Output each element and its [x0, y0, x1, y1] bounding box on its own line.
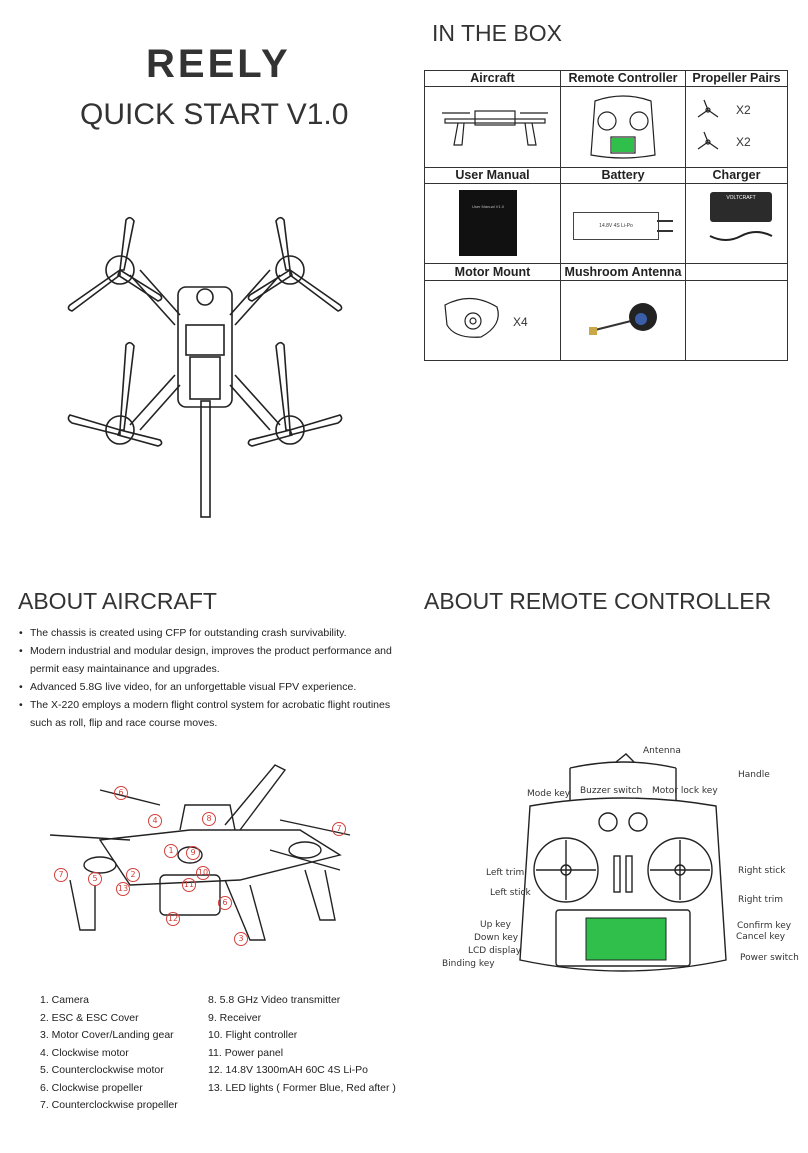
battery-label: 14.8V 4S Li-Po: [599, 223, 633, 230]
label-mode-key: Mode key: [527, 789, 571, 799]
callout-3: 3: [234, 932, 248, 946]
callout-11: 11: [182, 878, 196, 892]
header-mushroom-antenna: Mushroom Antenna: [560, 263, 686, 281]
part-item: 11. Power panel: [208, 1046, 284, 1059]
header-user-manual: User Manual: [424, 166, 561, 185]
callout-7: 7: [54, 868, 68, 882]
header-battery: Battery: [560, 166, 686, 185]
label-cancel-key: Cancel key: [736, 932, 786, 942]
callout-6: 6: [218, 896, 232, 910]
callout-10: 10: [196, 866, 210, 880]
label-buzzer-switch: Buzzer switch: [580, 786, 643, 796]
label-antenna: Antenna: [643, 746, 681, 756]
charger-brand: VOLTCRAFT: [726, 195, 756, 202]
part-item: 1. Camera: [40, 994, 90, 1006]
feature-item: Advanced 5.8G live video, for an unforge…: [19, 678, 400, 696]
label-power-switch: Power switch: [740, 953, 799, 963]
cell-propeller-pairs: X2 X2: [685, 86, 788, 168]
in-the-box-heading: IN THE BOX: [432, 20, 562, 46]
part-item: 4. Clockwise motor: [40, 1046, 129, 1059]
user-manual-cover: User Manual V1.0: [459, 190, 517, 257]
about-remote-heading: ABOUT REMOTE CONTROLLER: [424, 588, 772, 614]
part-item: 6. Clockwise propeller: [40, 1081, 143, 1094]
part-item: 13. LED lights ( Former Blue, Red after …: [208, 1081, 396, 1094]
callout-5: 5: [88, 872, 102, 886]
feature-item: The chassis is created using CFP for out…: [19, 624, 400, 642]
header-charger: Charger: [685, 166, 788, 185]
header-empty: [685, 263, 788, 281]
part-item: 5. Counterclockwise motor: [40, 1064, 164, 1076]
feature-item: The X-220 employs a modern flight contro…: [19, 696, 400, 732]
cell-motor-mount: X4: [424, 279, 561, 362]
label-left-stick: Left stick: [490, 888, 531, 898]
cell-remote-controller: [560, 86, 686, 168]
cell-mushroom-antenna: [560, 279, 686, 362]
remote-controller-illustration: [590, 95, 656, 160]
callout-4: 4: [148, 814, 162, 828]
remote-controller-diagram: [519, 753, 727, 972]
label-down-key: Down key: [474, 933, 519, 943]
cell-charger: VOLTCRAFT: [685, 183, 788, 265]
aircraft-parts-illustration: [49, 764, 351, 941]
header-propeller-pairs: Propeller Pairs: [685, 69, 788, 88]
drone-top-view-illustration: [67, 216, 343, 518]
part-item: 8. 5.8 GHz Video transmitter: [208, 994, 341, 1006]
label-handle: Handle: [738, 770, 770, 780]
feature-item: Modern industrial and modular design, im…: [19, 642, 400, 678]
aircraft-features-list: The chassis is created using CFP for out…: [18, 624, 400, 732]
brand-logo: REELY: [146, 42, 291, 86]
propeller-icon: [697, 132, 719, 150]
label-lcd-display: LCD display: [468, 946, 522, 956]
battery-pack: 14.8V 4S Li-Po: [573, 212, 659, 241]
in-the-box-table: Aircraft Remote Controller Propeller Pai…: [424, 69, 788, 362]
motor-mount-qty: X4: [513, 314, 528, 329]
header-remote-controller: Remote Controller: [560, 69, 686, 88]
label-confirm-key: Confirm key: [737, 921, 792, 931]
label-motor-lock-key: Motor lock key: [652, 786, 718, 796]
part-item: 7. Counterclockwise propeller: [40, 1099, 178, 1111]
callout-7: 7: [332, 822, 346, 836]
callout-1: 1: [164, 844, 178, 858]
label-right-trim: Right trim: [738, 895, 784, 905]
cell-user-manual: User Manual V1.0: [424, 183, 561, 265]
user-manual-cover-text: User Manual V1.0: [471, 204, 504, 210]
label-binding-key: Binding key: [442, 959, 495, 969]
propeller-qty-1: X2: [736, 103, 751, 118]
header-aircraft: Aircraft: [424, 69, 561, 88]
part-item: 10. Flight controller: [208, 1029, 298, 1041]
callout-6: 6: [114, 786, 128, 800]
label-right-stick: Right stick: [738, 866, 786, 876]
about-aircraft-heading: ABOUT AIRCRAFT: [18, 588, 217, 614]
cell-battery: 14.8V 4S Li-Po: [560, 183, 686, 265]
motor-mount-illustration: [444, 297, 499, 338]
part-item: 12. 14.8V 1300mAH 60C 4S Li-Po: [208, 1064, 368, 1076]
label-up-key: Up key: [480, 920, 511, 930]
part-item: 2. ESC & ESC Cover: [40, 1011, 139, 1024]
header-motor-mount: Motor Mount: [424, 263, 561, 281]
callout-13: 13: [116, 882, 130, 896]
callout-8: 8: [202, 812, 216, 826]
label-left-trim: Left trim: [486, 868, 525, 878]
part-item: 3. Motor Cover/Landing gear: [40, 1029, 174, 1041]
page-title: QUICK START V1.0: [80, 98, 349, 131]
propeller-qty-2: X2: [736, 135, 751, 150]
charger-unit: VOLTCRAFT: [710, 192, 772, 223]
charger-cable: [709, 231, 773, 242]
callout-12: 12: [166, 912, 180, 926]
propeller-icon: [697, 100, 719, 118]
mushroom-antenna-illustration: [589, 302, 657, 335]
parts-list-right: 8. 5.8 GHz Video transmitter 9. Receiver…: [208, 992, 396, 1097]
cell-aircraft: [424, 86, 561, 168]
callout-2: 2: [126, 868, 140, 882]
battery-leads: [657, 220, 673, 233]
part-item: 9. Receiver: [208, 1011, 262, 1024]
callout-9: 9: [186, 846, 200, 860]
aircraft-side-illustration: [442, 110, 548, 147]
cell-empty: [685, 279, 788, 362]
parts-list-left: 1. Camera 2. ESC & ESC Cover 3. Motor Co…: [40, 992, 178, 1115]
